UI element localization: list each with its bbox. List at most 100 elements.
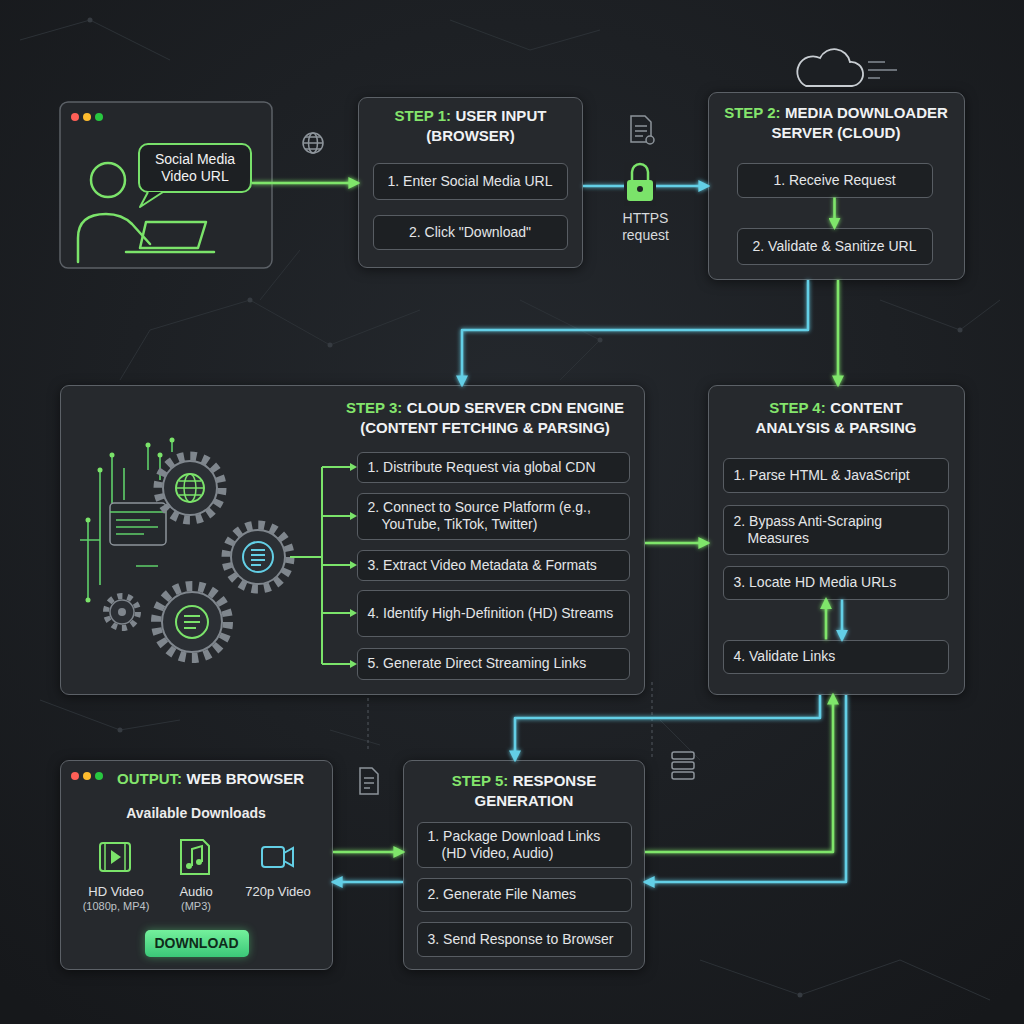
download-button: DOWNLOAD (145, 930, 249, 957)
format-detail: (MP3) (161, 900, 231, 914)
stage-box: 1. Enter Social Media URL 2. Click "Downl… (358, 97, 583, 268)
network-dot (958, 328, 963, 333)
gear-lines (184, 616, 200, 628)
gear-hub (118, 608, 126, 616)
gear-4 (106, 596, 138, 628)
document-check (646, 136, 654, 144)
flow-arrow (462, 280, 808, 385)
gear-body (110, 600, 134, 624)
gear-teeth (226, 525, 290, 589)
gear-teeth (106, 596, 138, 628)
text-group: 1. Receive Request (738, 164, 932, 197)
text-group: 3. Send Response to Browser (418, 923, 631, 956)
laptop-base (126, 251, 214, 254)
text-group: 2. Connect to Source Platform (e.g., You… (358, 494, 629, 539)
flow-arrow (645, 695, 846, 882)
network-dot (328, 343, 333, 348)
window-outline (110, 503, 166, 545)
step-number: OUTPUT: (117, 770, 182, 787)
note-head (196, 859, 202, 865)
step-number: STEP 3: (346, 399, 402, 416)
process-step: 2. Validate & Sanitize URL (737, 228, 933, 265)
server-icon (672, 752, 694, 779)
window-dot (95, 772, 103, 780)
camera-lens (284, 848, 293, 866)
user-body (78, 214, 150, 262)
gear-body (163, 461, 217, 515)
bubble-tail (140, 192, 163, 207)
text-group: DOWNLOAD (145, 930, 249, 957)
cloud-icon (797, 49, 897, 86)
globe-outline (303, 133, 323, 153)
gear-core (176, 606, 208, 638)
step-text: 2. Click "Download" (409, 224, 531, 241)
circuit-dot (158, 453, 163, 458)
text-group: STEP 2:MEDIA DOWNLOADER SERVER (CLOUD) (711, 103, 961, 143)
circuit-lines (80, 440, 172, 600)
window-lines (110, 512, 166, 534)
gear-lines (251, 550, 265, 565)
text-group: 3. Extract Video Metadata & Formats (358, 551, 629, 580)
flow-arrow (841, 600, 844, 640)
window-dot (95, 113, 103, 121)
gear-3 (156, 586, 228, 658)
flow-arrow (583, 185, 708, 188)
step-number: STEP 4: (769, 399, 825, 416)
process-step: 4. Identify High-Definition (HD) Streams (357, 590, 630, 637)
step-title: WEB BROWSER (187, 770, 305, 787)
leader-head (350, 609, 357, 617)
document-icon (360, 768, 378, 794)
leader-heads (350, 463, 357, 668)
text-group: HD Video(1080p, MP4) (66, 884, 166, 914)
window-dot (83, 772, 91, 780)
flow-arrow (515, 695, 820, 760)
step-number: STEP 2: (724, 104, 780, 121)
gear-body (231, 530, 285, 584)
text-group: OUTPUT: WEB BROWSER (117, 769, 329, 789)
text-group: 2. Click "Download" (374, 216, 567, 249)
globe-parallels (303, 137, 323, 149)
text-group: 1. Package Download Links (HD Video, Aud… (418, 823, 631, 867)
flow-arrow (333, 881, 403, 884)
video-icon (100, 843, 130, 871)
process-step: 3. Extract Video Metadata & Formats (357, 550, 630, 581)
step-text: 2. Bypass Anti-Scraping Measures (734, 513, 938, 547)
step-text: 3. Locate HD Media URLs (734, 574, 897, 591)
format-label: Audio (161, 884, 231, 900)
stage-box: 1. Receive Request 2. Validate & Sanitize… (708, 92, 965, 280)
cloud-outline (797, 49, 863, 86)
bubble-text: Social Media Video URL (145, 151, 245, 185)
stage-box: 1. Package Download Links (HD Video, Aud… (403, 760, 645, 970)
document-outline (360, 768, 378, 794)
step-text: 1. Distribute Request via global CDN (368, 459, 596, 476)
text-group: STEP 1:USER INPUT (BROWSER) (367, 106, 574, 146)
speech-bubble: Social Media Video URL (138, 143, 252, 193)
text-group: 4. Validate Links (724, 641, 948, 673)
circuit-dot (110, 453, 115, 458)
cloud-dashes (868, 62, 897, 78)
leader-head (350, 512, 357, 520)
process-step: 1. Parse HTML & JavaScript (723, 458, 949, 493)
text-group: STEP 3:CLOUD SERVER CDN ENGINE (CONTENT … (327, 398, 643, 438)
gear-body (162, 592, 222, 652)
network-dot (248, 298, 253, 303)
browser-window (60, 102, 272, 268)
circuit-dot (146, 443, 151, 448)
document-lines (364, 778, 374, 788)
format-label: HD Video (66, 884, 166, 900)
circuit-dots (86, 438, 175, 603)
stage-box: 1. Distribute Request via global CDN 2. C… (60, 385, 645, 695)
film-strips (105, 843, 125, 871)
audio-file (181, 840, 209, 874)
camera-body (262, 847, 284, 867)
flow-arrow (645, 695, 833, 852)
flow-arrow (252, 182, 358, 185)
gear-teeth (158, 456, 222, 520)
process-step: 1. Receive Request (737, 163, 933, 198)
text-group: 1. Enter Social Media URL (374, 164, 567, 199)
text-group: 2. Generate File Names (418, 879, 631, 911)
gear-teeth (156, 586, 228, 658)
